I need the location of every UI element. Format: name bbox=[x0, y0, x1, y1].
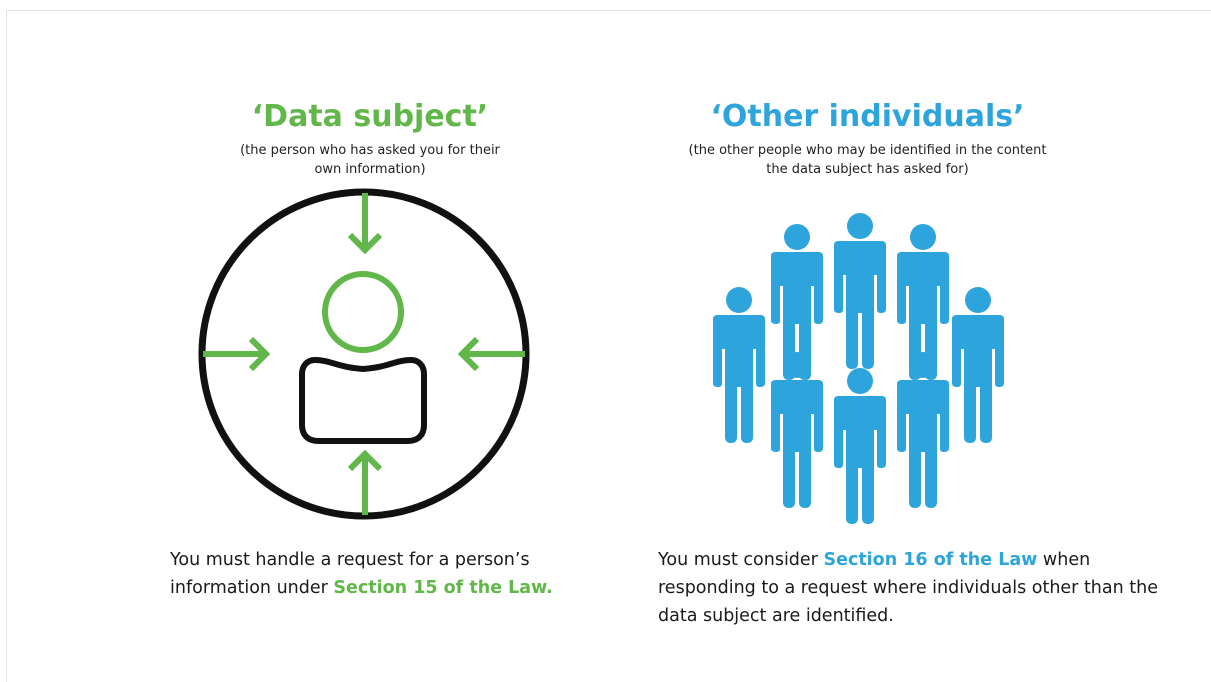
data-subject-description: You must handle a request for a person’s… bbox=[170, 546, 590, 602]
data-subject-description-text: You must handle a request for a person’s… bbox=[170, 550, 530, 598]
outer-circle bbox=[198, 188, 530, 520]
other-individuals-subtitle: (the other people who may be identified … bbox=[640, 141, 1095, 179]
data-subject-subtitle-line1: (the person who has asked you for their bbox=[240, 143, 500, 158]
data-subject-heading: ‘Data subject’ bbox=[251, 99, 489, 134]
section-15-highlight: Section 15 of the Law. bbox=[333, 578, 553, 598]
other-individuals-subtitle-line2: the data subject has asked for) bbox=[766, 162, 969, 177]
arrow-left-icon bbox=[457, 336, 525, 372]
other-individuals-description-suffix: when responding to a request where indiv… bbox=[658, 550, 1158, 626]
other-individuals-heading: ‘Other individuals’ bbox=[710, 99, 1025, 134]
arrow-down-icon bbox=[347, 193, 383, 255]
data-subject-subtitle-line2: own information) bbox=[314, 162, 426, 177]
person-body-icon bbox=[299, 357, 427, 444]
section-16-highlight: Section 16 of the Law bbox=[823, 550, 1038, 570]
other-individuals-description: You must consider Section 16 of the Law … bbox=[658, 546, 1178, 630]
arrow-right-icon bbox=[203, 336, 271, 372]
arrow-up-icon bbox=[347, 449, 383, 515]
other-individuals-subtitle-line1: (the other people who may be identified … bbox=[688, 143, 1047, 158]
person-icon bbox=[834, 213, 886, 369]
content-frame bbox=[6, 10, 1211, 682]
group-of-people-icon bbox=[713, 213, 1004, 524]
person-icon bbox=[834, 368, 886, 524]
person-icon bbox=[897, 352, 949, 508]
person-icon bbox=[771, 352, 823, 508]
person-icon bbox=[952, 287, 1004, 443]
person-head-icon bbox=[322, 271, 404, 353]
person-icon bbox=[713, 287, 765, 443]
other-individuals-description-prefix: You must consider bbox=[658, 550, 818, 570]
data-subject-circle-with-arrows-icon bbox=[198, 188, 530, 520]
data-subject-subtitle: (the person who has asked you for their … bbox=[200, 141, 540, 179]
